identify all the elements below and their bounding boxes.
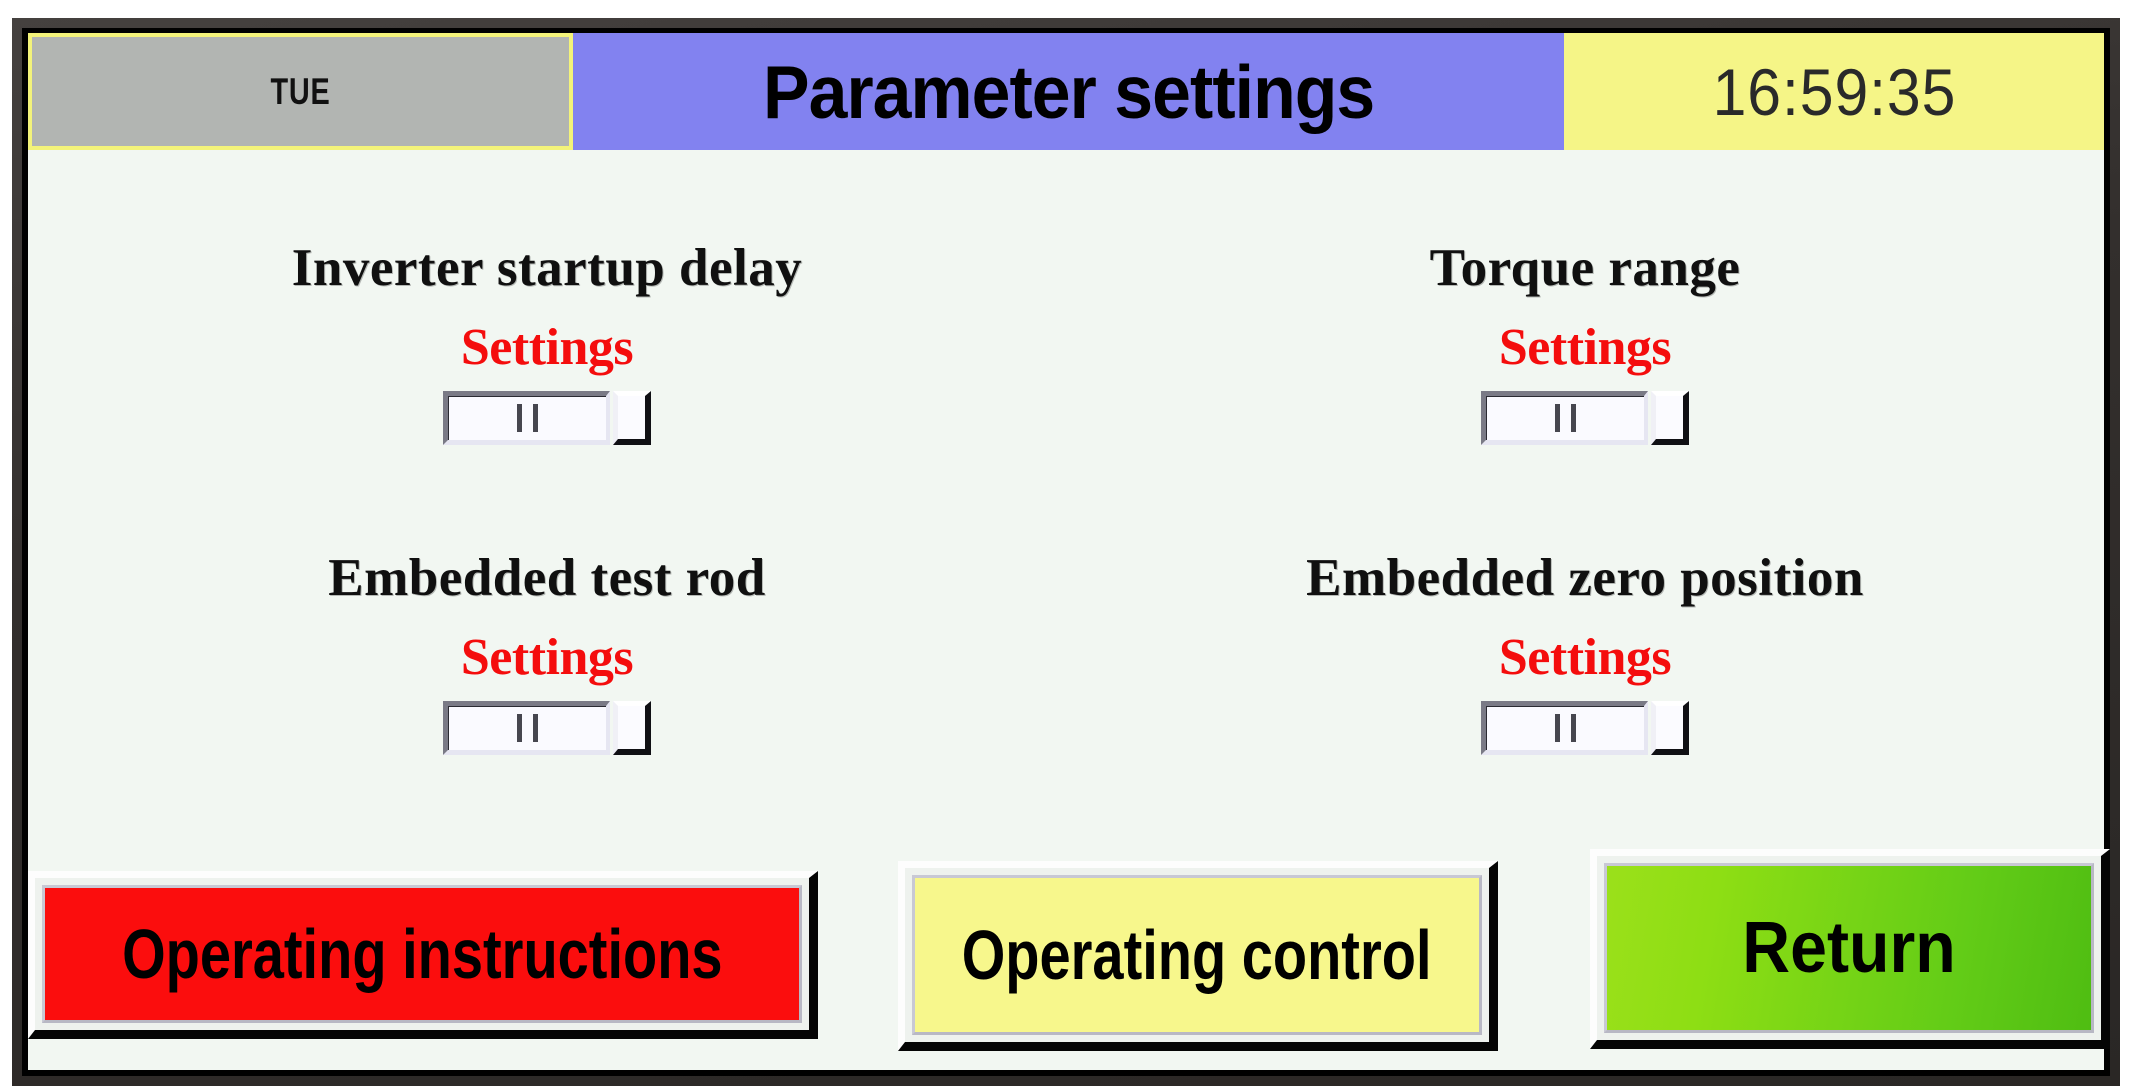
return-button[interactable]: Return xyxy=(1590,849,2110,1049)
parameter-block-torque-range: Torque range Settings xyxy=(1066,150,2104,526)
parameter-block-inverter-startup-delay: Inverter startup delay Settings xyxy=(28,150,1066,526)
spinner-button[interactable] xyxy=(613,391,651,445)
parameter-title: Torque range xyxy=(1429,239,1741,297)
parameter-block-embedded-zero-position: Embedded zero position Settings xyxy=(1066,526,2104,902)
entry-ticks-icon xyxy=(1554,404,1576,432)
screen-title-cell: Parameter settings xyxy=(573,33,1564,150)
entry-ticks-icon xyxy=(516,714,538,742)
tick-mark xyxy=(516,714,522,742)
spinner-button[interactable] xyxy=(1651,391,1689,445)
tick-mark xyxy=(516,404,522,432)
entry-ticks-icon xyxy=(516,404,538,432)
operating-instructions-button[interactable]: Operating instructions xyxy=(28,871,818,1039)
numeric-entry-field[interactable] xyxy=(1481,701,1648,755)
clock-label: 16:59:35 xyxy=(1712,54,1956,129)
operating-control-button[interactable]: Operating control xyxy=(898,861,1498,1051)
settings-link[interactable]: Settings xyxy=(460,629,634,686)
numeric-entry-spinner[interactable] xyxy=(1481,391,1689,445)
numeric-entry-spinner[interactable] xyxy=(443,391,651,445)
numeric-entry-field[interactable] xyxy=(1481,391,1648,445)
settings-link[interactable]: Settings xyxy=(1498,319,1672,376)
footer-button-row: Operating instructions Operating control… xyxy=(22,849,2110,1076)
button-face: Return xyxy=(1604,863,2094,1033)
spinner-button[interactable] xyxy=(1651,701,1689,755)
parameter-grid: Inverter startup delay Settings Torq xyxy=(28,150,2104,902)
button-face: Operating control xyxy=(912,875,1482,1035)
hmi-panel: TUE Parameter settings 16:59:35 Inverter… xyxy=(28,33,2110,1070)
tick-mark xyxy=(1570,404,1576,432)
page-title: Parameter settings xyxy=(762,49,1375,134)
hmi-inner-frame: TUE Parameter settings 16:59:35 Inverter… xyxy=(22,28,2110,1076)
button-label: Operating control xyxy=(962,916,1432,994)
header-bar: TUE Parameter settings 16:59:35 xyxy=(28,33,2104,150)
tick-mark xyxy=(1554,404,1560,432)
tick-mark xyxy=(532,404,538,432)
day-of-week-cell: TUE xyxy=(28,33,573,150)
parameter-title: Embedded zero position xyxy=(1306,549,1864,607)
numeric-entry-spinner[interactable] xyxy=(1481,701,1689,755)
tick-mark xyxy=(532,714,538,742)
button-face: Operating instructions xyxy=(42,885,802,1023)
hmi-screen-bezel: TUE Parameter settings 16:59:35 Inverter… xyxy=(12,18,2120,1086)
spinner-button[interactable] xyxy=(613,701,651,755)
button-label: Operating instructions xyxy=(121,915,723,993)
settings-link[interactable]: Settings xyxy=(1498,629,1672,686)
parameter-title: Embedded test rod xyxy=(328,549,766,607)
settings-link[interactable]: Settings xyxy=(460,319,634,376)
button-label: Return xyxy=(1742,908,1956,988)
entry-ticks-icon xyxy=(1554,714,1576,742)
numeric-entry-field[interactable] xyxy=(443,391,610,445)
tick-mark xyxy=(1554,714,1560,742)
numeric-entry-field[interactable] xyxy=(443,701,610,755)
numeric-entry-spinner[interactable] xyxy=(443,701,651,755)
day-of-week-label: TUE xyxy=(270,70,331,112)
parameter-title: Inverter startup delay xyxy=(291,239,803,297)
tick-mark xyxy=(1570,714,1576,742)
parameter-block-embedded-test-rod: Embedded test rod Settings xyxy=(28,526,1066,902)
clock-cell: 16:59:35 xyxy=(1564,33,2104,150)
